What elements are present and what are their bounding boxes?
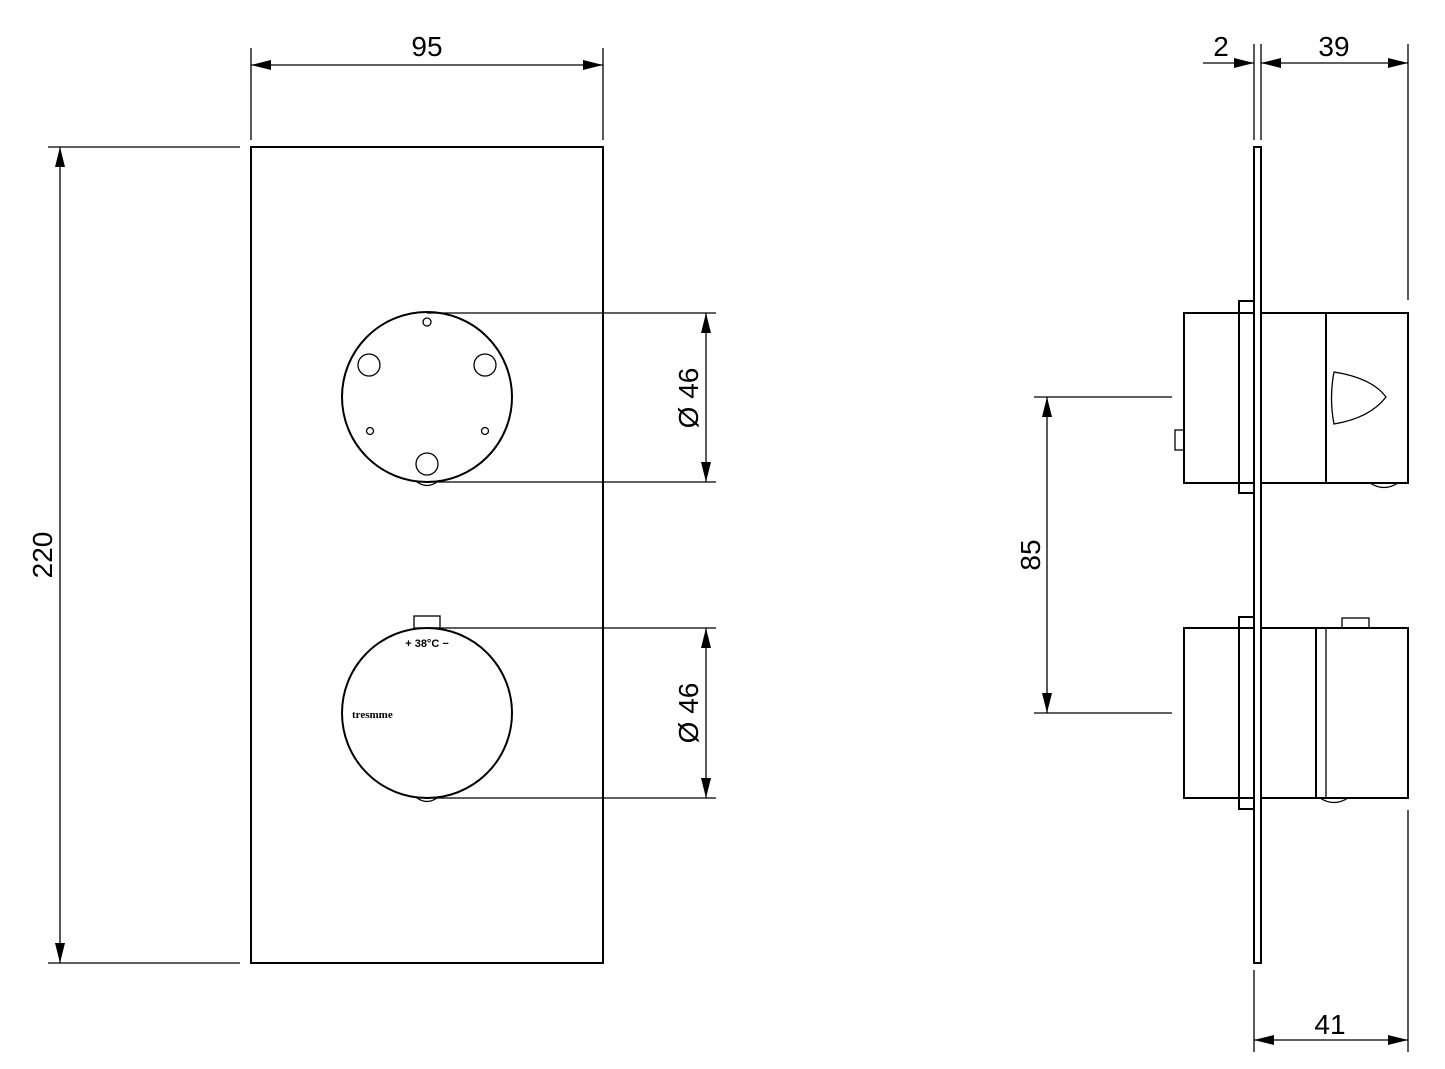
total-depth-label: 41 bbox=[1314, 1009, 1345, 1040]
bottom-knob-diameter-label: Ø 46 bbox=[673, 683, 704, 744]
side-view: 2 39 41 85 bbox=[1015, 31, 1409, 1052]
height-dimension: 220 bbox=[27, 146, 240, 964]
height-label: 220 bbox=[27, 532, 58, 579]
center-distance-dimension: 85 bbox=[1015, 396, 1172, 714]
projection-label: 39 bbox=[1318, 31, 1349, 62]
top-knob-diameter-dimension: Ø 46 bbox=[673, 313, 711, 482]
width-label: 95 bbox=[411, 31, 442, 62]
brand-marking: tresmme bbox=[352, 709, 393, 721]
side-top-knob bbox=[1174, 300, 1409, 494]
width-dimension: 95 bbox=[250, 31, 604, 140]
plate-thickness-label: 2 bbox=[1213, 31, 1229, 62]
bottom-knob-diameter-dimension: Ø 46 bbox=[673, 628, 711, 798]
front-view: 95 220 Ø 46 + 38 bbox=[27, 31, 716, 964]
top-side-dimensions: 2 39 bbox=[1203, 31, 1409, 300]
temperature-marking: + 38°C − bbox=[405, 638, 449, 650]
top-knob bbox=[341, 311, 513, 487]
total-depth-dimension: 41 bbox=[1253, 810, 1409, 1052]
top-knob-diameter-label: Ø 46 bbox=[673, 368, 704, 429]
cover-plate bbox=[250, 146, 604, 964]
side-bottom-knob bbox=[1183, 616, 1409, 810]
bottom-knob: + 38°C − tresmme bbox=[341, 615, 513, 803]
side-plate bbox=[1253, 146, 1262, 964]
center-distance-label: 85 bbox=[1015, 539, 1046, 570]
